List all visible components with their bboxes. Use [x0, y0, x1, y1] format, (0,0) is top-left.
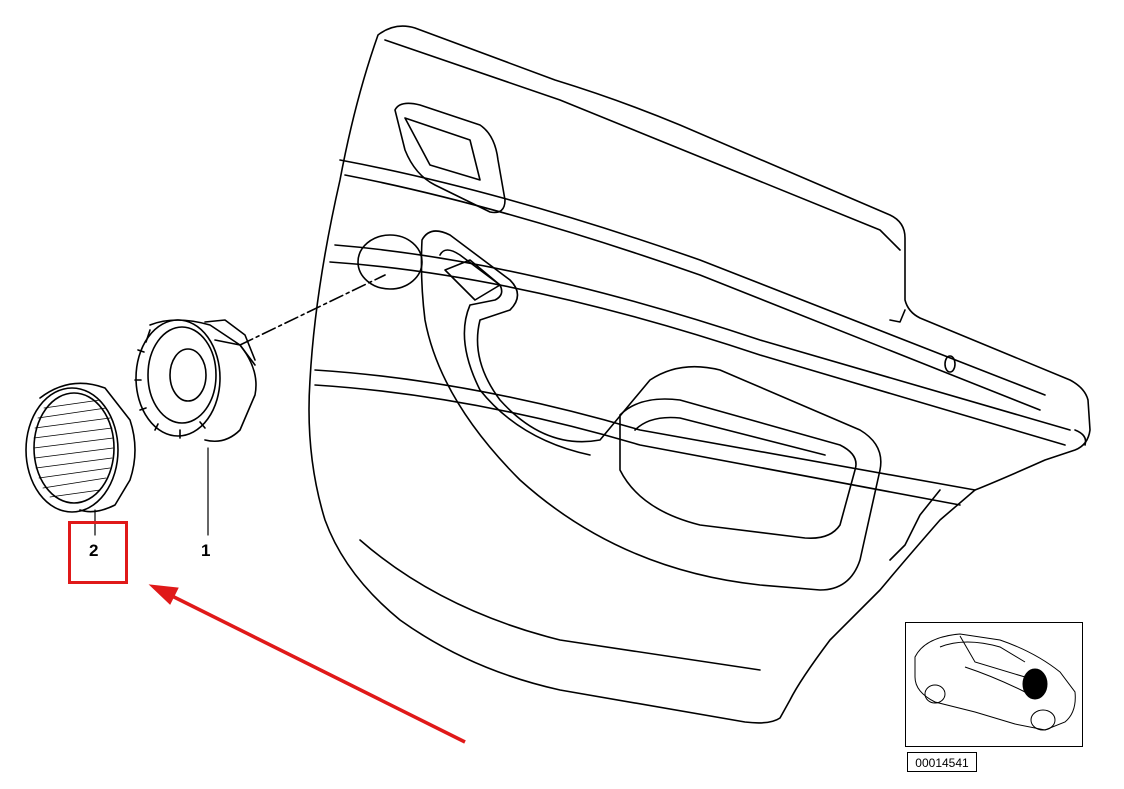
- inset-car-drawing: [914, 633, 1076, 731]
- lower-trim-strip: [314, 369, 976, 491]
- inset-speaker-highlight: [1022, 668, 1048, 700]
- door-pocket-line: [359, 539, 761, 671]
- part-2-highlight-box: [68, 521, 128, 584]
- upper-belt-molding: [339, 159, 1046, 396]
- speaker-hole: [357, 234, 423, 290]
- mid-trim-strip: [334, 244, 1071, 431]
- upper-pocket: [394, 102, 506, 214]
- armrest-outline: [420, 230, 882, 591]
- speaker-part-1: [134, 319, 257, 536]
- door-clip-hole: [944, 355, 956, 373]
- part-2-callout-number: 2: [89, 541, 99, 560]
- alignment-line: [239, 274, 386, 346]
- part-1-callout-number: 1: [201, 541, 211, 560]
- grille-cover-part-2: [25, 382, 136, 536]
- door-panel-outline: [308, 25, 1091, 724]
- door-top-edge: [384, 39, 901, 251]
- door-right-flange: [1074, 429, 1087, 446]
- pull-handle-recess: [619, 398, 857, 540]
- diagram-number-label: 00014541: [907, 752, 977, 772]
- highlight-arrow: [148, 584, 466, 744]
- inset-location-thumbnail: [905, 622, 1083, 747]
